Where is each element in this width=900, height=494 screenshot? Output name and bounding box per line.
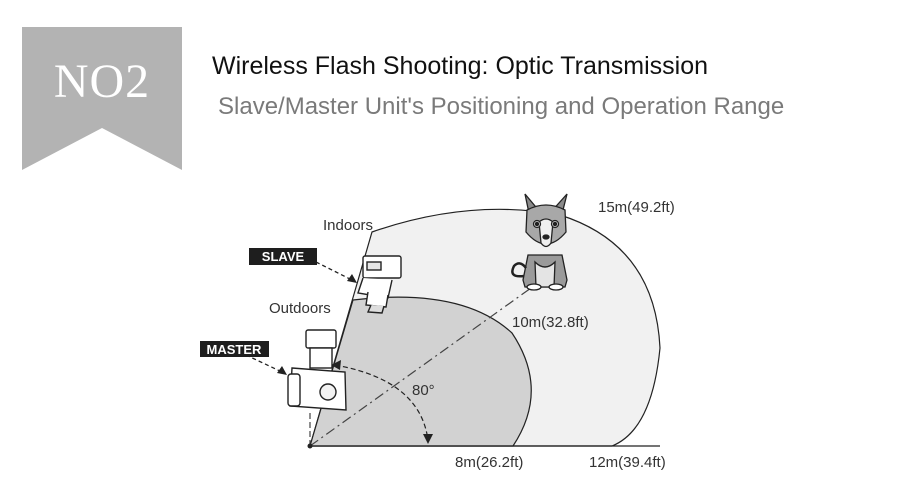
range-15m-label: 15m(49.2ft) xyxy=(598,199,675,216)
badge xyxy=(22,27,182,170)
inner-range-zone xyxy=(309,296,532,447)
master-pointer xyxy=(245,354,283,373)
range-8m-label: 8m(26.2ft) xyxy=(455,454,523,471)
indoors-label: Indoors xyxy=(323,217,373,234)
slave-flash-icon xyxy=(357,255,402,314)
slave-pointer-head xyxy=(347,274,357,283)
range-10m-label: 10m(32.8ft) xyxy=(512,314,589,331)
angle-arrow-top xyxy=(331,360,341,370)
master-pointer-head xyxy=(277,366,287,375)
badge-label: NO2 xyxy=(53,55,151,108)
slave-tag-label: SLAVE xyxy=(262,249,305,264)
angle-label: 80° xyxy=(412,382,435,399)
angle-arrow-bottom xyxy=(423,434,433,444)
master-camera-icon xyxy=(287,329,347,411)
master-tag xyxy=(200,341,269,357)
dog-icon xyxy=(511,193,568,291)
angle-arc xyxy=(334,364,429,441)
origin-point xyxy=(307,443,313,449)
outdoors-label: Outdoors xyxy=(269,300,331,317)
master-tag-label: MASTER xyxy=(207,342,263,357)
slave-pointer xyxy=(315,261,353,281)
page-title: Wireless Flash Shooting: Optic Transmiss… xyxy=(212,52,709,80)
range-line xyxy=(309,277,546,447)
range-12m-label: 12m(39.4ft) xyxy=(589,454,666,471)
slave-tag xyxy=(249,248,317,265)
page-subtitle: Slave/Master Unit's Positioning and Oper… xyxy=(218,93,785,120)
